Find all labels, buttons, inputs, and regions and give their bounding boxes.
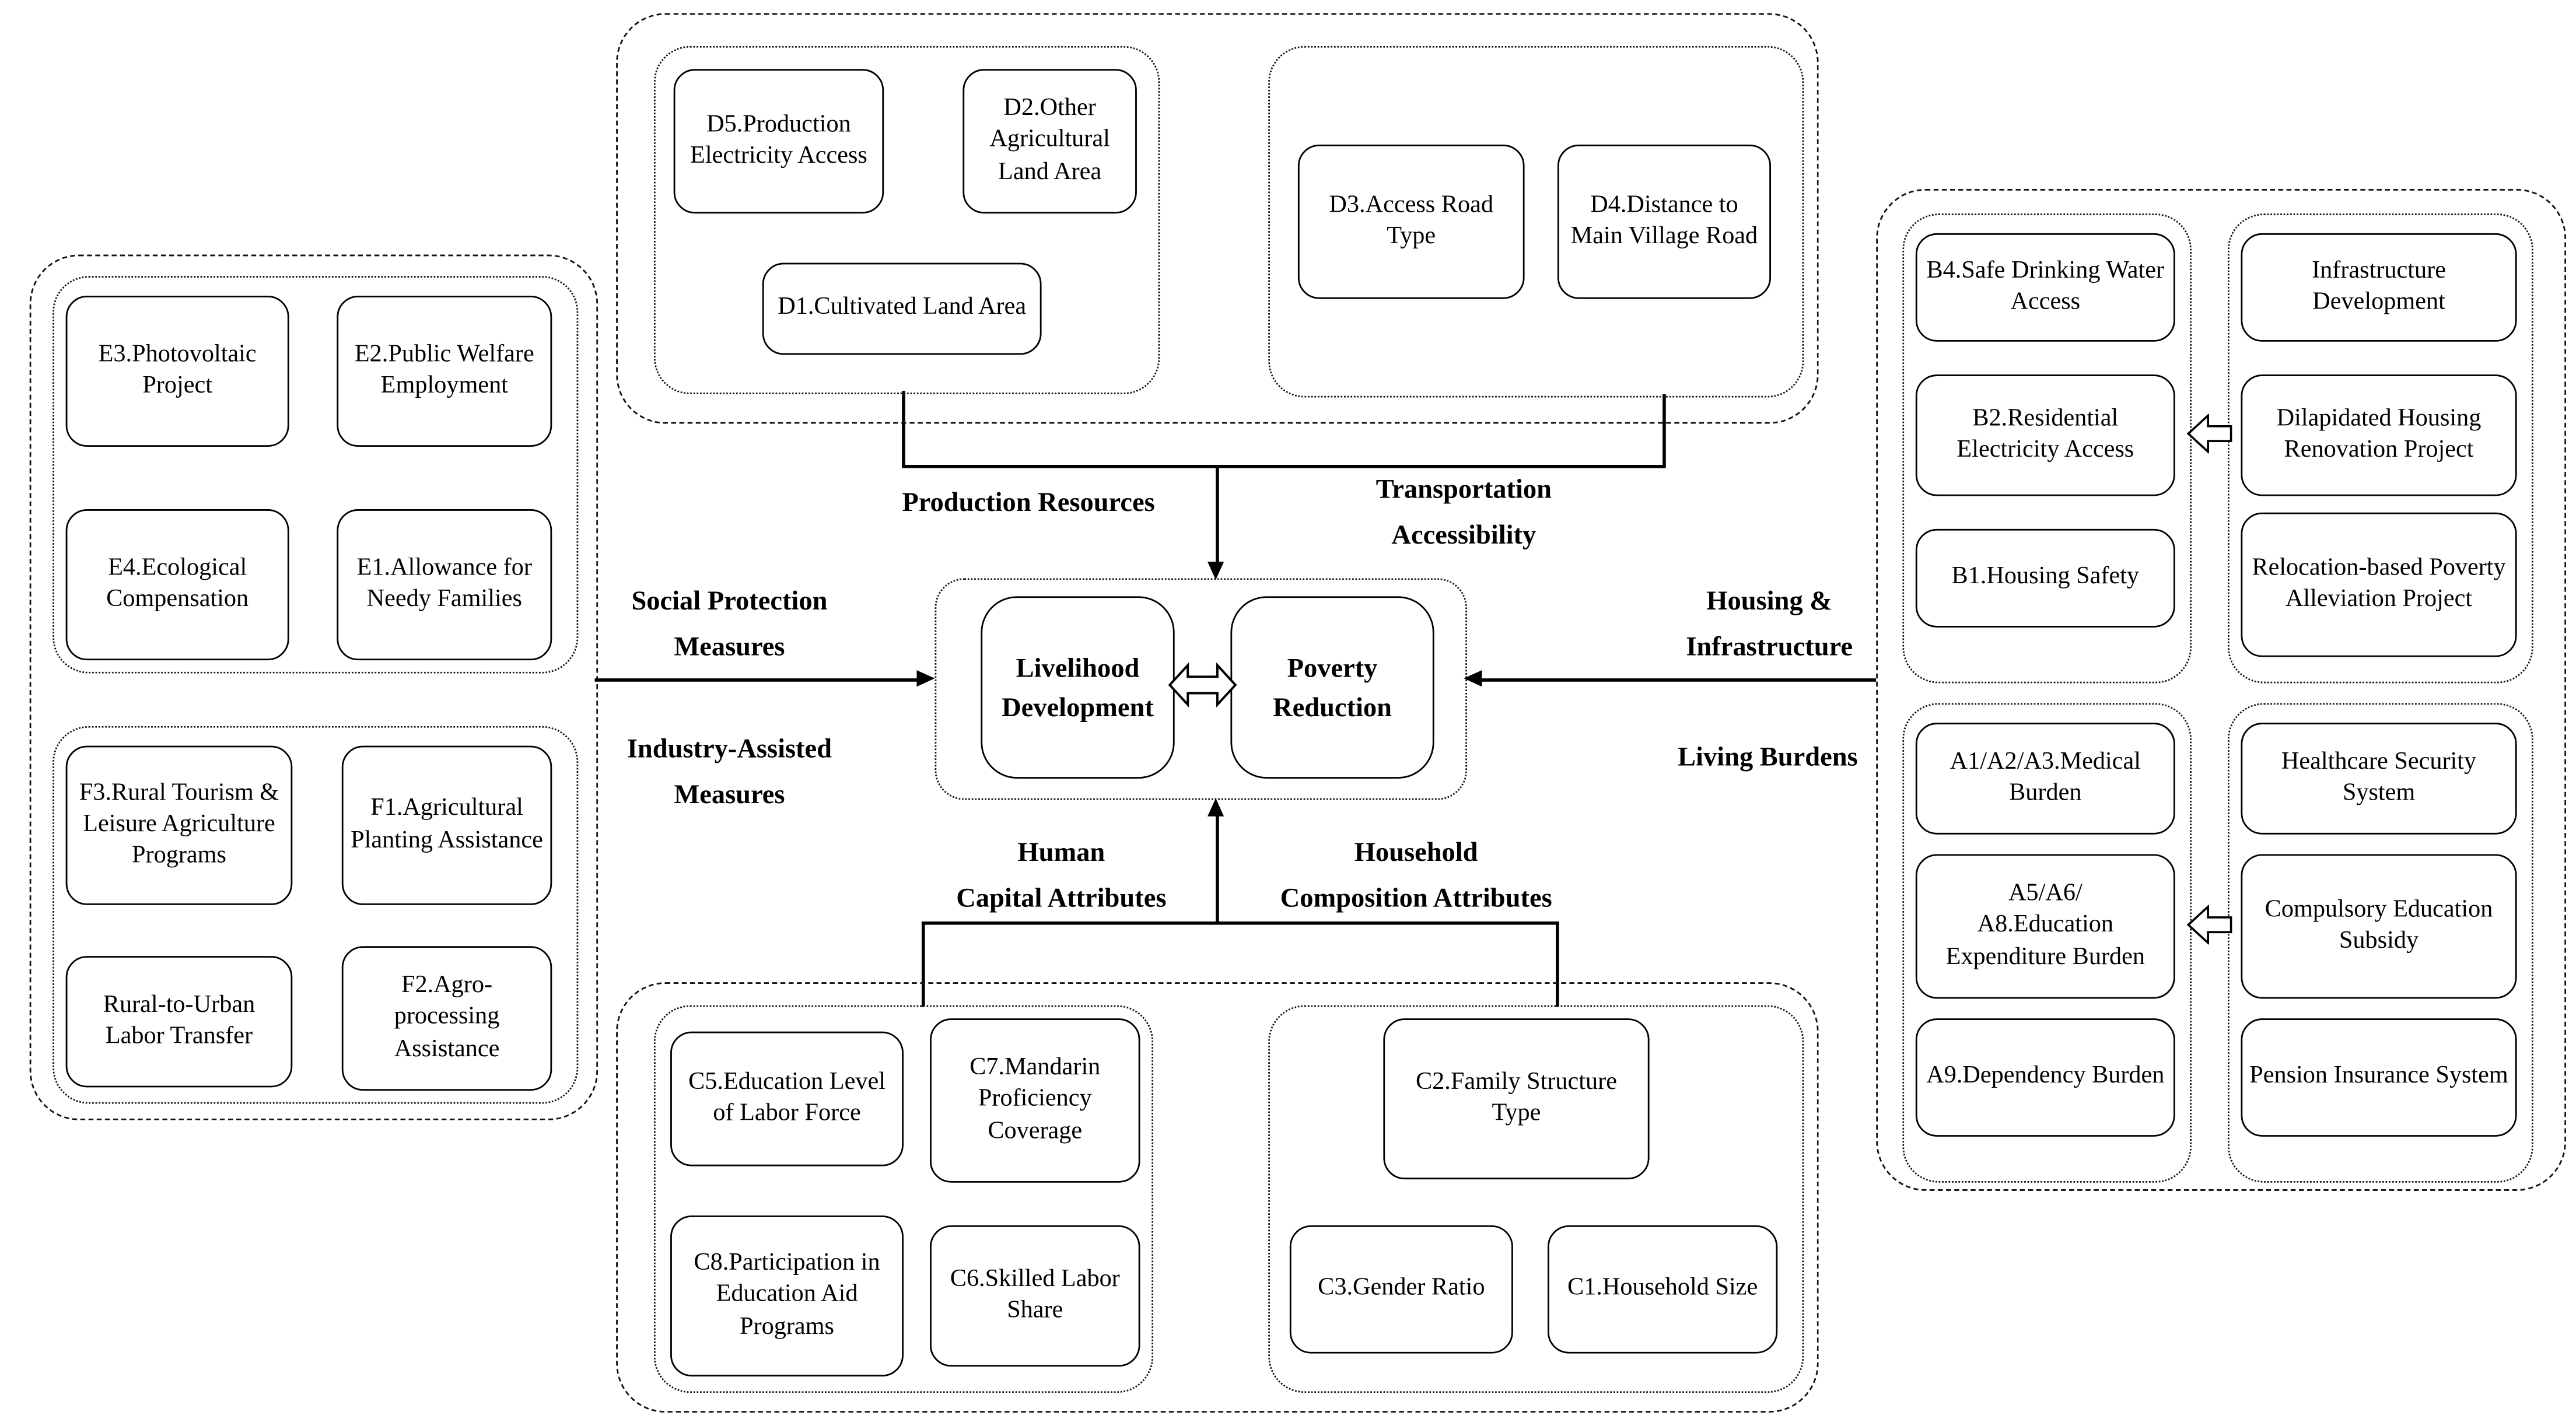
double-hollow-arrow-icon	[1168, 662, 1237, 708]
group-f-container	[52, 726, 579, 1104]
node-c1: C1.Household Size	[1547, 1225, 1778, 1354]
connector-bottom-stem	[1216, 814, 1219, 923]
label-human-capital: Human Capital Attributes	[956, 836, 1167, 914]
arrowhead-right-icon	[916, 670, 935, 687]
center-container	[935, 578, 1467, 800]
node-f3: F3.Rural Tourism & Leisure Agriculture P…	[65, 745, 293, 905]
node-dilapidated-housing: Dilapidated Housing Renovation Project	[2241, 374, 2517, 496]
right-arrow-line	[1482, 678, 1877, 681]
node-e4: E4.Ecological Compensation	[65, 509, 289, 661]
hollow-left-arrow-icon	[2186, 414, 2232, 454]
node-rural-to-urban: Rural-to-Urban Labor Transfer	[65, 956, 293, 1088]
hollow-left-arrow-icon	[2186, 905, 2232, 945]
node-a568-education: A5/A6/ A8.Education Expenditure Burden	[1915, 854, 2175, 999]
label-industry-assisted: Industry-Assisted Measures	[626, 733, 832, 810]
node-relocation-project: Relocation-based Poverty Alleviation Pro…	[2241, 512, 2517, 657]
left-cluster-border	[29, 254, 598, 1120]
group-d-transport-container	[1268, 45, 1804, 398]
left-arrow-line	[594, 678, 917, 681]
node-infrastructure-development: Infrastructure Development	[2241, 233, 2517, 342]
node-b2: B2.Residential Electricity Access	[1915, 374, 2175, 496]
label-transportation-accessibility: Transportation Accessibility	[1376, 473, 1552, 551]
group-c-household-container	[1268, 1005, 1804, 1393]
node-a9-dependency: A9.Dependency Burden	[1915, 1018, 2175, 1137]
node-c5: C5.Education Level of Labor Force	[670, 1031, 904, 1166]
node-e3: E3.Photovoltaic Project	[65, 295, 289, 447]
arrowhead-left-icon	[1464, 670, 1482, 687]
node-a123-medical: A1/A2/A3.Medical Burden	[1915, 723, 2175, 835]
connector-top-stem	[1216, 466, 1219, 564]
node-c6: C6.Skilled Labor Share	[930, 1225, 1140, 1367]
connector-bottom-right-drop	[1556, 923, 1559, 1007]
arrowhead-down-icon	[1208, 562, 1224, 580]
group-d-production-container	[653, 45, 1160, 394]
node-b4: B4.Safe Drinking Water Access	[1915, 233, 2175, 342]
node-d3: D3.Access Road Type	[1297, 144, 1525, 299]
connector-bottom-left-drop	[921, 923, 925, 1007]
node-c8: C8.Participation in Education Aid Progra…	[670, 1215, 904, 1377]
group-a-programs-container	[2227, 703, 2533, 1183]
node-d2: D2.Other Agricultural Land Area	[963, 69, 1137, 214]
node-d1: D1.Cultivated Land Area	[762, 262, 1042, 355]
node-e1: E1.Allowance for Needy Families	[337, 509, 552, 661]
group-a-indicators-container	[1902, 703, 2192, 1183]
connector-top-right-drop	[1662, 394, 1665, 467]
node-c7: C7.Mandarin Proficiency Coverage	[930, 1018, 1140, 1183]
right-cluster-border	[1876, 188, 2567, 1191]
label-social-protection: Social Protection Measures	[631, 584, 828, 663]
node-pension-insurance: Pension Insurance System	[2241, 1018, 2517, 1137]
node-f1: F1.Agricultural Planting Assistance	[341, 745, 552, 905]
node-poverty-reduction: Poverty Reduction	[1230, 596, 1434, 779]
connector-top-rail	[902, 465, 1666, 468]
node-d5: D5.Production Electricity Access	[673, 69, 884, 214]
node-f2: F2.Agro-processing Assistance	[341, 946, 552, 1091]
node-b1: B1.Housing Safety	[1915, 528, 2175, 628]
label-living-burdens: Living Burdens	[1678, 741, 1858, 772]
top-cluster-border	[616, 13, 1819, 424]
connector-bottom-rail	[921, 921, 1559, 924]
node-e2: E2.Public Welfare Employment	[337, 295, 552, 447]
node-livelihood-development: Livelihood Development	[981, 596, 1175, 779]
label-production-resources: Production Resources	[902, 486, 1155, 518]
label-housing-infrastructure: Housing & Infrastructure	[1686, 584, 1853, 663]
node-compulsory-subsidy: Compulsory Education Subsidy	[2241, 854, 2517, 999]
group-b-programs-container	[2227, 213, 2533, 684]
group-c-human-container	[653, 1005, 1154, 1393]
node-d4: D4.Distance to Main Village Road	[1557, 144, 1772, 299]
label-household-composition: Household Composition Attributes	[1280, 836, 1552, 914]
group-e-container	[52, 276, 579, 674]
connector-top-left-drop	[902, 391, 905, 467]
node-healthcare-security: Healthcare Security System	[2241, 723, 2517, 835]
arrowhead-up-icon	[1208, 798, 1224, 817]
bottom-cluster-border	[616, 982, 1819, 1413]
node-c2: C2.Family Structure Type	[1383, 1018, 1650, 1180]
group-b-indicators-container	[1902, 213, 2192, 684]
node-c3: C3.Gender Ratio	[1289, 1225, 1513, 1354]
